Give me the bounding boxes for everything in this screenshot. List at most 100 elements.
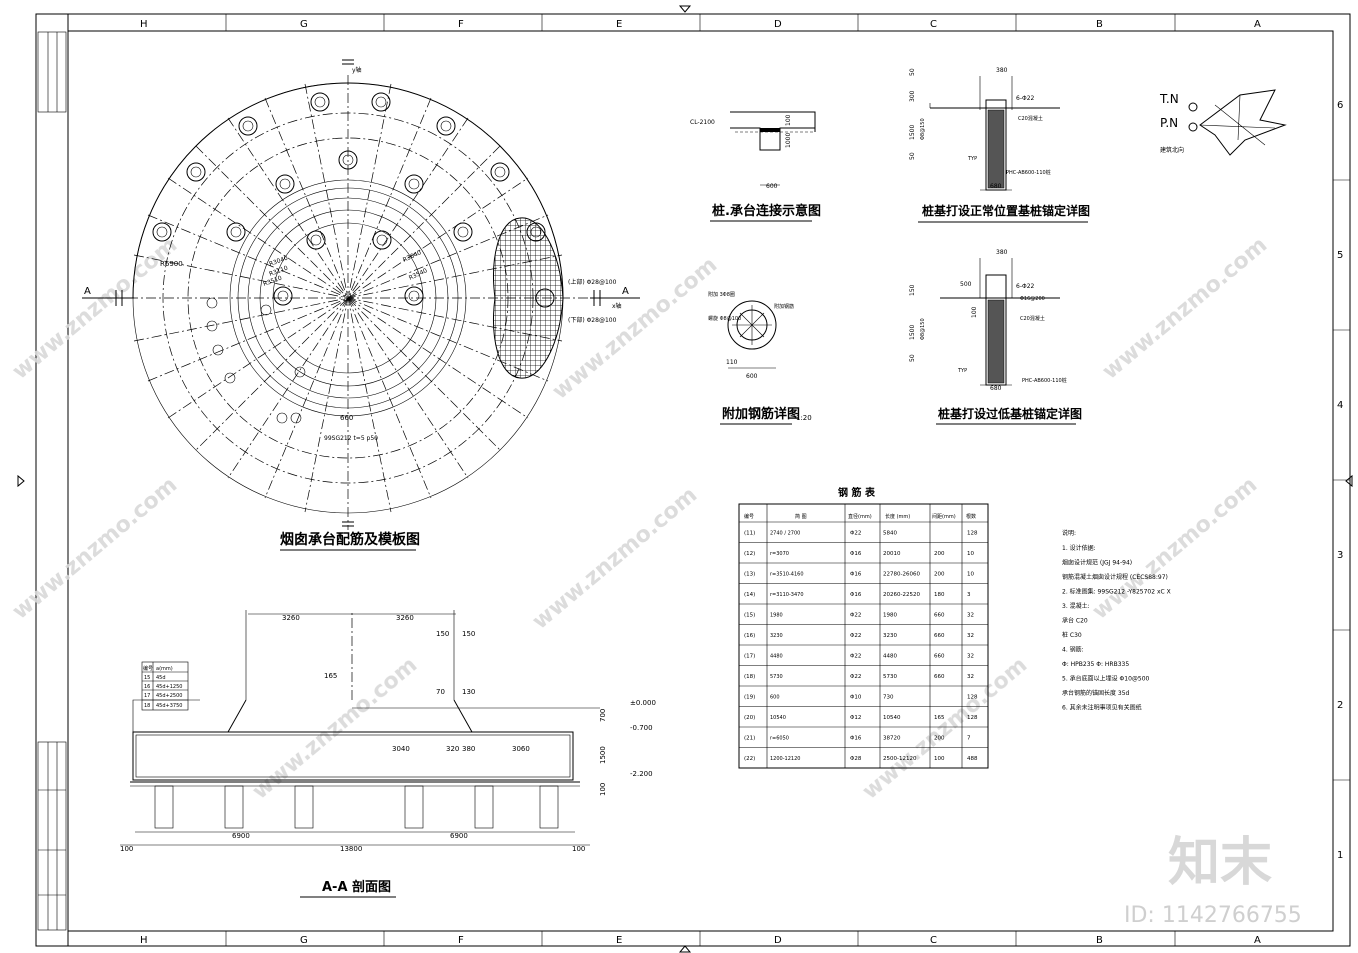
axis-x-label: x轴 [612,302,622,310]
rebar-table-head-dia: 直径(mm) [848,513,872,520]
rebar-table-cell-no: (15) [744,612,755,618]
rebar-table: 钢 筋 表 编号 简 图 直径(mm) 长度 (mm) 间距(mm) 根数 (1… [738,486,989,769]
notes-item: 烟囱设计规范 (JGJ 94-94) [1062,559,1132,567]
pile-ring-inner [226,150,473,306]
extra-rebar-title: 附加钢筋详图 [722,406,800,422]
rebar-table-cell-len: 20010 [883,551,901,557]
rebar-table-cell-no: (22) [744,756,755,762]
row-label-6: 6 [1337,100,1343,111]
rebar-table-cell-sp: 660 [934,653,945,659]
row-label-4: 4 [1337,400,1343,411]
rebar-table-cell-len: 5840 [883,530,897,536]
pile-low-detail: 380 500 150 1500 50 100 6-Φ22 Φ16@200 C2… [909,249,1082,425]
north-caption: 建筑北向 [1160,146,1184,154]
rebar-table-cell-len: 20260-22520 [883,592,920,598]
col-label-c: C [930,19,937,30]
pile-normal-dim-380: 380 [996,67,1008,74]
dim-660: 660 [340,414,353,422]
section-dim-3040: 3040 [392,745,410,753]
radius-r3-label: R3510 [262,275,283,288]
total-dim: 13800 [340,845,362,853]
rebar-table-cell-n: 10 [967,551,974,557]
legend-no-16: 16 [144,684,150,690]
note-bottom-rebar: (下部) Φ28@100 [568,316,617,324]
rebar-table-head-n: 根数 [966,513,976,520]
rebar-table-cell-sketch: 5730 [770,674,783,680]
rebar-table-cell-sketch: 1200-12120 [770,756,800,762]
rebar-table-cell-len: 1980 [883,612,897,618]
rebar-table-cell-sketch: 2740 / 2700 [770,530,800,536]
section-dim-right: 3260 [396,614,414,622]
rebar-table-cell-no: (16) [744,633,755,639]
legend-a-15: 45d [156,675,166,681]
pile-cap-d2: 1000 [785,133,792,148]
rebar-table-cell-dia: Φ10 [850,694,862,700]
top-center-arrow [678,5,692,13]
pile-normal-note-2: C20混凝土 [1018,115,1043,122]
legend-no-18: 18 [144,703,150,709]
left-strip-top [37,31,67,113]
extra-rebar-d1: 600 [746,373,758,380]
left-center-arrow [17,474,25,488]
section-dim-150a: 150 [436,630,449,638]
notes-item: 桩 C30 [1062,631,1082,639]
col-label-f-bottom: F [458,935,464,946]
rebar-table-cell-sketch: 600 [770,694,780,700]
col-label-a-bottom: A [1254,935,1261,946]
rebar-table-cell-len: 38720 [883,735,901,741]
pile-cap-label: CL-2100 [690,119,715,126]
rebar-table-cell-dia: Φ16 [850,571,862,577]
pile-low-dim-50: 50 [909,354,916,362]
radius-r4-label: R3640 [402,249,423,264]
rebar-table-head-sp: 间距(mm) [932,513,956,520]
pile-low-note-4: TYP [957,368,967,374]
rebar-table-head-no: 编号 [744,513,754,520]
watermarks: www.znzmo.com www.znzmo.com www.znzmo.co… [8,233,1272,805]
col-label-g: G [300,19,308,30]
rebar-table-cell-sketch: 3230 [770,633,783,639]
rebar-table-cell-no: (12) [744,551,755,557]
rebar-table-cell-n: 128 [967,530,978,536]
rebar-table-cell-len: 2500-12120 [883,756,917,762]
legend-a-17: 45d+2500 [156,693,182,699]
vdim-100: 100 [599,783,607,796]
north-tn-label: T.N [1159,92,1179,106]
bottom-dim-left: 6900 [232,832,250,840]
watermark-text-4: www.znzmo.com [8,473,182,625]
section-mark-left: A [84,286,91,297]
rebar-table-cell-n: 128 [967,694,978,700]
rebar-table-cell-n: 32 [967,653,974,659]
rebar-table-cell-no: (17) [744,653,755,659]
rebar-table-head-sketch: 简 图 [795,513,807,520]
north-pn-label: P.N [1160,116,1178,130]
notes-item: 4. 钢筋: [1062,646,1084,654]
section-aa: 3260 3260 150 150 165 70 130 3040 320 38… [120,610,656,898]
sheet-frame: H G F E D C B A H G F E D C B A 6 5 4 3 … [17,5,1353,953]
col-label-b-bottom: B [1096,935,1103,946]
col-label-f: F [458,19,464,30]
rebar-table-cell-no: (21) [744,735,755,741]
edge-dim-right: 100 [572,845,585,853]
pile-normal-note-6: Φ8@150 [920,118,926,140]
rebar-table-cell-n: 32 [967,633,974,639]
notes-item: 承台 C20 [1062,617,1088,625]
pile-low-dim-1500: 1500 [909,325,916,340]
legend-no-15: 15 [144,675,150,681]
rebar-table-cell-no: (20) [744,715,755,721]
notes-head: 说明: [1062,529,1076,537]
notes-item: 2. 标准图集: 99SG212 -Y825702 xC X [1062,588,1171,596]
col-label-d: D [774,19,782,30]
watermark-text-3: www.znzmo.com [1098,233,1272,385]
col-label-h-bottom: H [140,935,148,946]
rebar-table-cell-sketch: 10540 [770,715,786,721]
pile-normal-dim-50a: 50 [909,152,916,160]
radius-r5-label: R3540 [408,267,429,282]
rebar-table-cell-no: (19) [744,694,755,700]
section-dim-130: 130 [462,688,475,696]
bubble-markers [206,297,306,424]
rebar-table-cell-n: 488 [967,756,978,762]
extra-rebar-lab3: 附加钢筋 [774,303,794,310]
legend-a-18: 45d+3750 [156,703,182,709]
watermark-text-5: www.znzmo.com [528,483,702,635]
